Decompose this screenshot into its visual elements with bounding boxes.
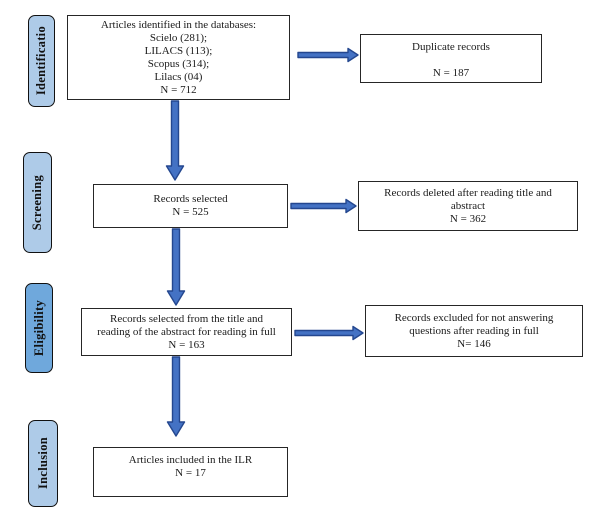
box-line: N = 17 xyxy=(175,467,206,479)
box-records-selected: Records selected N = 525 xyxy=(93,184,288,228)
box-records-full-reading: Records selected from the title and read… xyxy=(81,308,292,356)
box-line: N = 525 xyxy=(172,206,209,218)
box-articles-included: Articles included in the ILR N = 17 xyxy=(93,447,288,497)
arrow-selected-down xyxy=(166,228,186,306)
box-records-deleted: Records deleted after reading title and … xyxy=(358,181,578,231)
arrow-identified-down xyxy=(165,100,185,181)
box-line: Articles included in the ILR xyxy=(128,454,253,466)
box-line: N = 362 xyxy=(449,212,487,225)
box-line: Records selected from the title and xyxy=(109,312,264,325)
box-line: Articles identified in the databases: xyxy=(100,18,257,31)
box-line: Records deleted after reading title and xyxy=(384,186,552,199)
arrow-identified-to-duplicates xyxy=(297,47,359,63)
box-line: Records excluded for not answering xyxy=(394,311,554,324)
arrow-fullread-to-excluded xyxy=(294,325,364,341)
stage-screening: Screening xyxy=(23,152,52,253)
box-line: Records selected xyxy=(153,193,228,205)
box-line: Scopus (314); xyxy=(147,57,210,70)
arrow-fullread-down xyxy=(166,356,186,437)
box-records-excluded: Records excluded for not answering quest… xyxy=(365,305,583,357)
stage-inclusion: Inclusion xyxy=(28,420,58,507)
box-articles-identified: Articles identified in the databases: Sc… xyxy=(67,15,290,100)
box-line: abstract xyxy=(450,199,486,212)
box-line: N = 712 xyxy=(160,83,197,96)
stage-identification: Identificatio xyxy=(28,15,55,107)
stage-eligibility-label: Eligibility xyxy=(31,299,46,357)
box-line: Lilacs (04) xyxy=(154,70,203,83)
box-line: N = 187 xyxy=(432,67,470,79)
stage-screening-label: Screening xyxy=(30,174,44,231)
box-duplicate-records: Duplicate records N = 187 xyxy=(360,34,542,83)
stage-identification-label: Identificatio xyxy=(34,26,48,96)
box-line: N= 146 xyxy=(457,337,491,350)
box-line: Scielo (281); xyxy=(149,31,208,44)
box-line: reading of the abstract for reading in f… xyxy=(97,325,276,338)
box-line: LILACS (113); xyxy=(144,44,213,57)
stage-inclusion-label: Inclusion xyxy=(35,437,50,490)
box-line: N = 163 xyxy=(168,338,205,351)
box-line: questions after reading in full xyxy=(409,324,539,337)
arrow-selected-to-deleted xyxy=(290,198,357,214)
stage-eligibility: Eligibility xyxy=(25,283,53,373)
box-line: Duplicate records xyxy=(412,41,490,53)
